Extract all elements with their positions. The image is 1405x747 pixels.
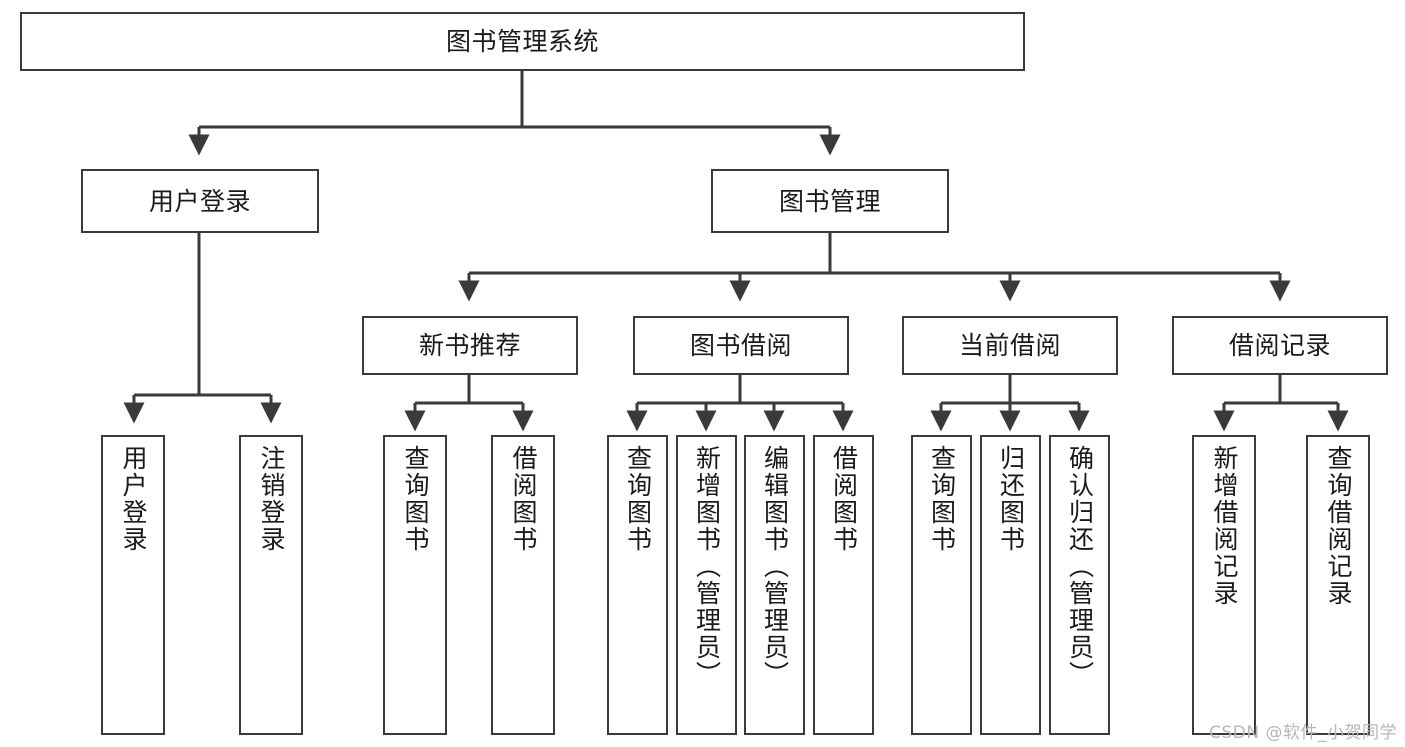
node-new-book-recommend[interactable]: 新书推荐 (362, 316, 578, 375)
node-leaf-add-book-admin-label: 新增图书（管理员） (692, 445, 722, 688)
node-borrow-record-label: 借阅记录 (1228, 331, 1331, 360)
node-book-borrow-label: 图书借阅 (689, 331, 792, 360)
node-leaf-borrow-book[interactable]: 借阅图书 (813, 435, 874, 735)
node-book-management[interactable]: 图书管理 (711, 169, 949, 233)
node-leaf-edit-book-admin-label: 编辑图书（管理员） (760, 445, 790, 688)
node-book-management-label: 图书管理 (778, 186, 881, 216)
node-leaf-confirm-return-admin-label: 确认归还（管理员） (1065, 445, 1095, 688)
node-root-label: 图书管理系统 (445, 27, 599, 56)
node-current-borrow[interactable]: 当前借阅 (902, 316, 1118, 375)
node-new-book-recommend-label: 新书推荐 (418, 331, 521, 360)
node-leaf-query-book-new-label: 查询图书 (401, 445, 430, 553)
node-book-borrow[interactable]: 图书借阅 (633, 316, 849, 375)
node-leaf-query-borrow-record-label: 查询借阅记录 (1324, 445, 1353, 607)
node-leaf-edit-book-admin[interactable]: 编辑图书（管理员） (744, 435, 805, 735)
node-leaf-return-book-label: 归还图书 (996, 445, 1026, 553)
node-leaf-borrow-book-new[interactable]: 借阅图书 (491, 435, 555, 735)
node-leaf-user-login-label: 用户登录 (119, 445, 148, 553)
node-leaf-query-book-borrow[interactable]: 查询图书 (607, 435, 668, 735)
node-leaf-query-book-current-label: 查询图书 (927, 445, 957, 553)
node-leaf-add-borrow-record-label: 新增借阅记录 (1210, 445, 1239, 607)
watermark: CSDN @软件_小贺同学 (1209, 723, 1397, 743)
node-leaf-borrow-book-new-label: 借阅图书 (509, 445, 538, 553)
node-leaf-return-book[interactable]: 归还图书 (980, 435, 1041, 735)
node-user-login-label: 用户登录 (148, 186, 251, 216)
node-leaf-logout-label: 注销登录 (257, 445, 286, 553)
node-leaf-add-borrow-record[interactable]: 新增借阅记录 (1192, 435, 1256, 735)
node-leaf-borrow-book-label: 借阅图书 (829, 445, 859, 553)
node-leaf-logout[interactable]: 注销登录 (239, 435, 303, 735)
node-leaf-add-book-admin[interactable]: 新增图书（管理员） (676, 435, 737, 735)
node-leaf-user-login[interactable]: 用户登录 (101, 435, 165, 735)
node-leaf-query-book-current[interactable]: 查询图书 (911, 435, 972, 735)
node-borrow-record[interactable]: 借阅记录 (1172, 316, 1388, 375)
node-leaf-query-book-new[interactable]: 查询图书 (383, 435, 447, 735)
node-leaf-query-book-borrow-label: 查询图书 (623, 445, 653, 553)
node-user-login[interactable]: 用户登录 (81, 169, 319, 233)
node-leaf-confirm-return-admin[interactable]: 确认归还（管理员） (1049, 435, 1110, 735)
node-root[interactable]: 图书管理系统 (20, 12, 1025, 71)
node-current-borrow-label: 当前借阅 (958, 331, 1061, 360)
node-leaf-query-borrow-record[interactable]: 查询借阅记录 (1306, 435, 1370, 735)
